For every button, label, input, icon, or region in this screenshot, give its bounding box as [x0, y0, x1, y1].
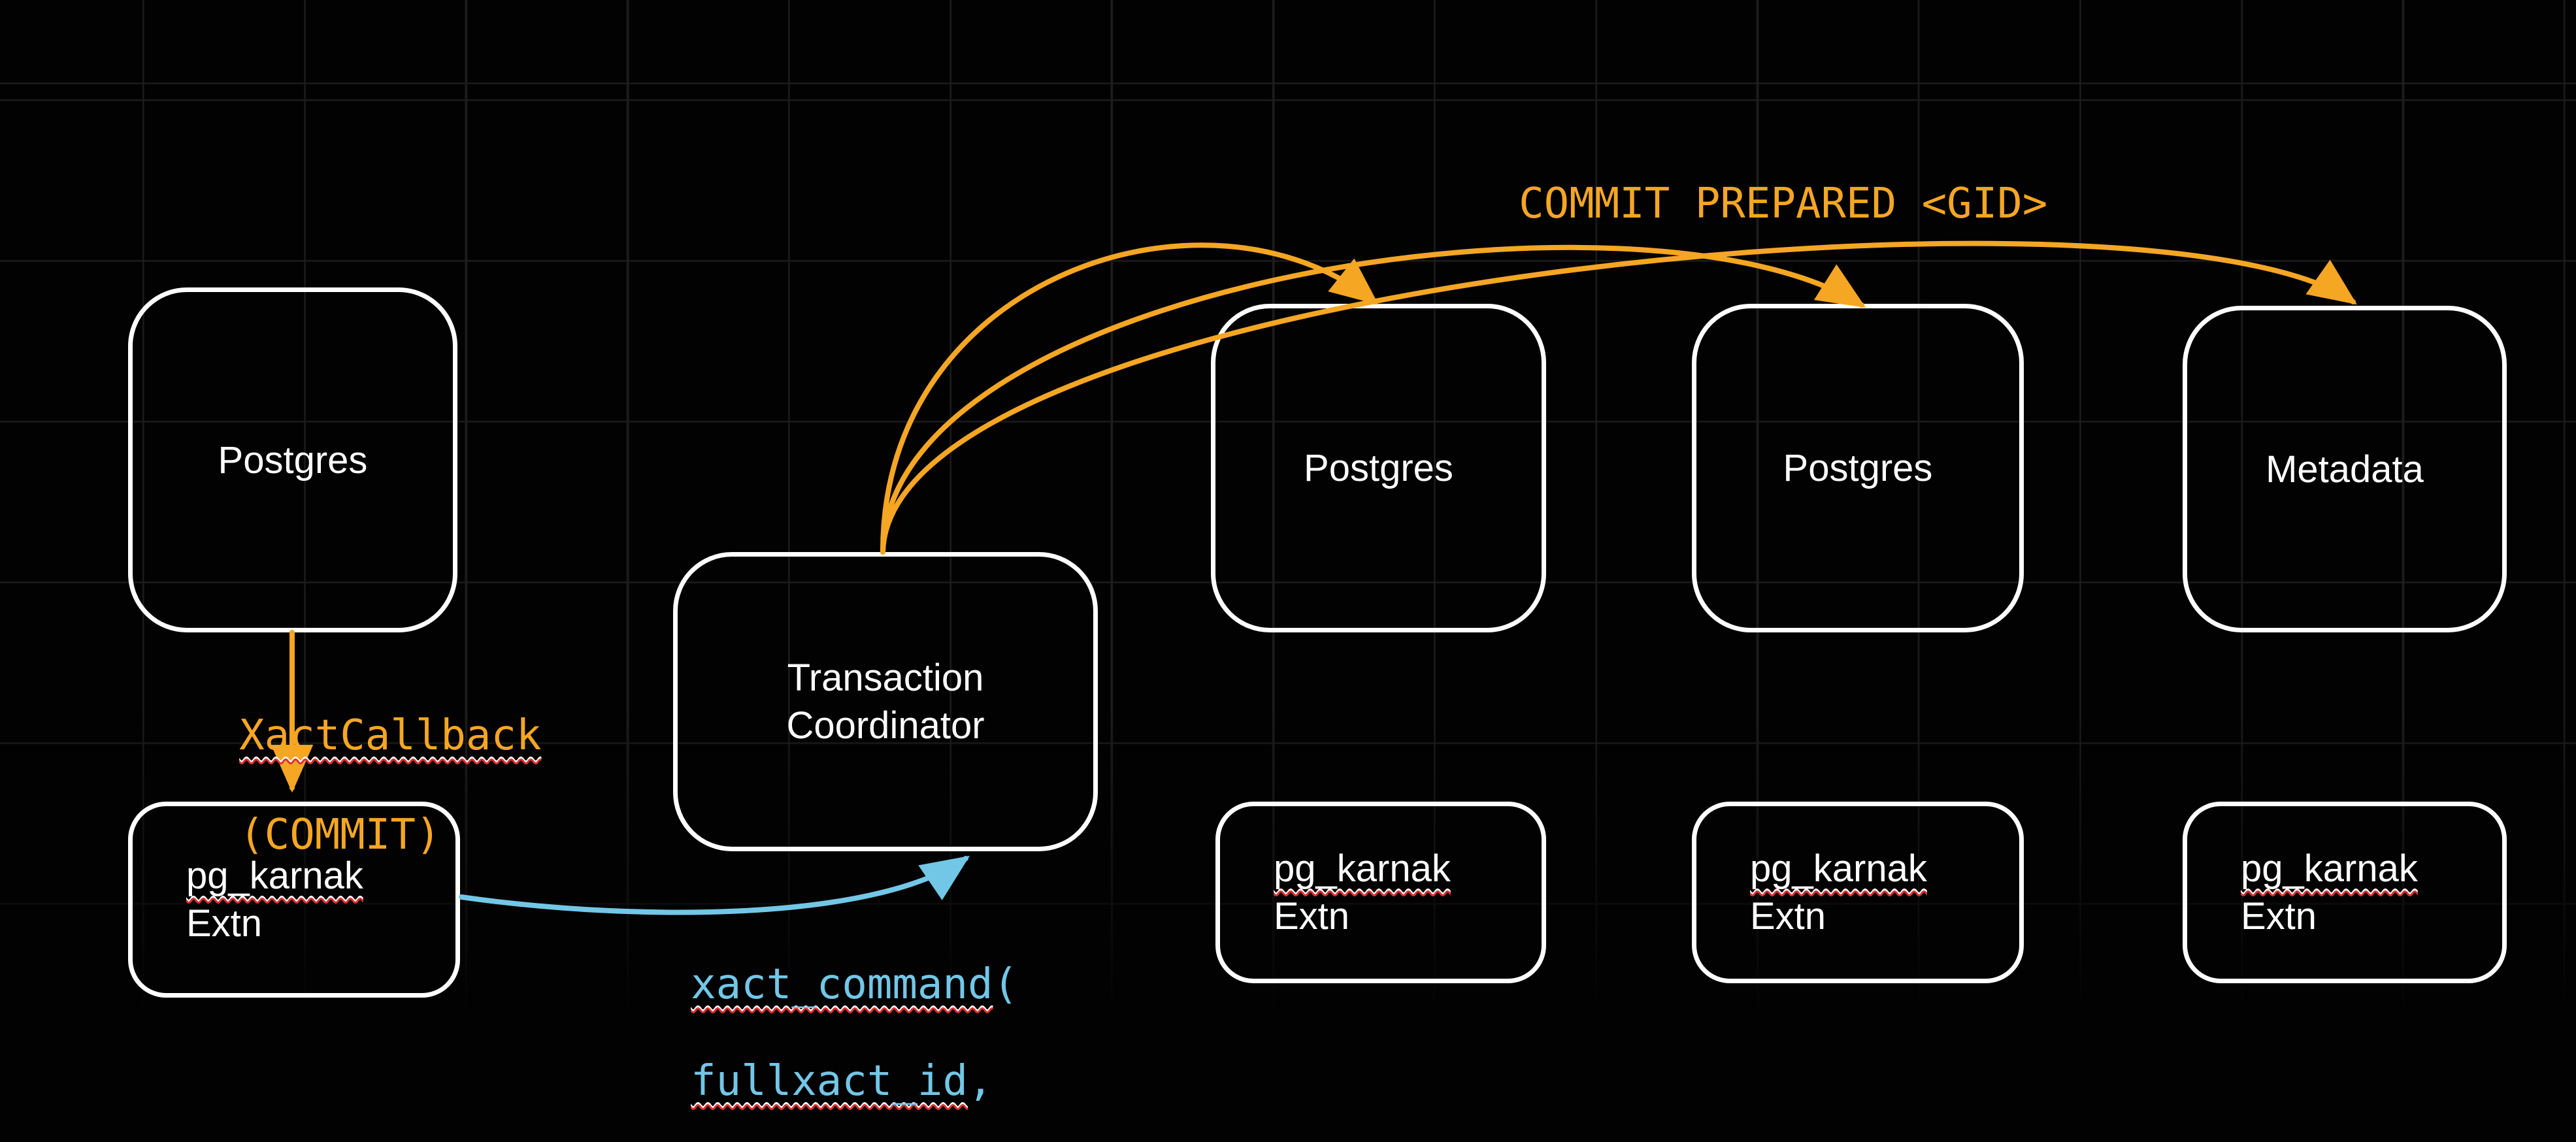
node-metadata[interactable]: Metadata [2183, 306, 2507, 632]
node-postgres-3[interactable]: Postgres [1692, 304, 2024, 632]
node-pg-karnak-extn-2-label: pg_karnak Extn [1274, 847, 1451, 938]
node-pg-karnak-extn-1-label: pg_karnak Extn [186, 855, 363, 945]
node-postgres-2[interactable]: Postgres [1211, 304, 1546, 632]
commit-prepared-gid-label[interactable]: COMMIT PREPARED <GID> [1519, 180, 2048, 228]
node-pg-karnak-extn-4[interactable]: pg_karnak Extn [2183, 802, 2507, 983]
node-transaction-coordinator-label: Transaction Coordinator [786, 657, 985, 747]
node-pg-karnak-extn-3-label: pg_karnak Extn [1750, 847, 1927, 938]
node-pg-karnak-extn-2[interactable]: pg_karnak Extn [1215, 802, 1546, 983]
arrow-commit-prepared-to-metadata[interactable] [880, 240, 2358, 555]
node-transaction-coordinator[interactable]: Transaction Coordinator [673, 552, 1098, 851]
node-pg-karnak-extn-3[interactable]: pg_karnak Extn [1692, 802, 2024, 983]
arrow-commit-prepared-to-postgres-2[interactable] [880, 242, 1379, 555]
arrow-xact-command[interactable] [459, 855, 970, 915]
node-pg-karnak-extn-4-label: pg_karnak Extn [2241, 847, 2418, 938]
node-postgres-2-label: Postgres [1304, 447, 1453, 489]
xact-command-label[interactable]: xact_command( fullxact_id, COMMIT) [691, 960, 1019, 1105]
node-postgres-3-label: Postgres [1783, 447, 1933, 489]
node-metadata-label: Metadata [2266, 448, 2424, 491]
arrow-commit-prepared-to-postgres-3[interactable] [880, 244, 1866, 555]
xact-callback-label[interactable]: XactCallback (COMMIT) [239, 711, 542, 859]
node-pg-karnak-extn-1[interactable]: pg_karnak Extn [128, 802, 460, 998]
node-postgres-1-label: Postgres [218, 438, 368, 481]
